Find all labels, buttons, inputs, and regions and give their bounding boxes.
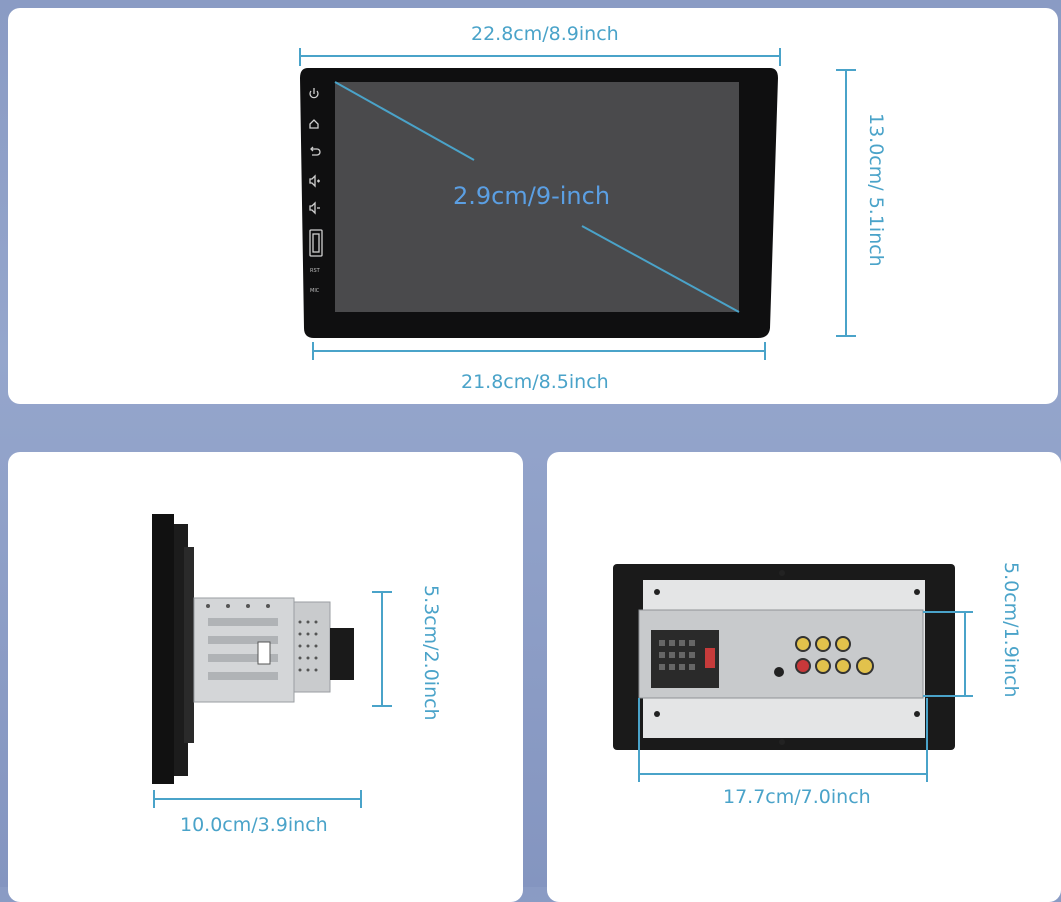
side-depth-dimension-line xyxy=(153,790,362,808)
metal-chassis-side xyxy=(193,597,331,703)
front-view-panel: 22.8cm/8.9inch 21.8cm/8.5inch 13.0cm/ 5.… xyxy=(8,8,1058,404)
rear-height-label: 5.0cm/1.9inch xyxy=(1000,562,1022,698)
rca-jacks xyxy=(774,636,874,677)
front-bezel-side xyxy=(152,514,174,784)
side-view-drawing xyxy=(152,514,392,808)
width-bottom-dimension-line xyxy=(312,342,766,360)
side-depth-label: 10.0cm/3.9inch xyxy=(180,814,328,836)
volume-up-icon xyxy=(309,174,320,188)
back-icon xyxy=(310,146,321,156)
rst-label: RST xyxy=(310,268,320,274)
mic-label: MIC xyxy=(310,288,320,294)
side-view-panel: 5.3cm/2.0inch 10.0cm/3.9inch xyxy=(8,452,523,902)
rear-width-dimension-line xyxy=(638,698,928,782)
diagonal-dimension-line xyxy=(334,81,740,313)
rear-screws xyxy=(654,570,920,745)
width-top-label: 22.8cm/8.9inch xyxy=(471,23,619,45)
width-bottom-label: 21.8cm/8.5inch xyxy=(461,371,609,393)
iso-connector xyxy=(651,630,719,688)
diagonal-label: 2.9cm/9-inch xyxy=(453,182,611,210)
side-buttons xyxy=(309,88,323,257)
height-right-dimension-line xyxy=(836,69,856,337)
side-height-label: 5.3cm/2.0inch xyxy=(420,585,442,721)
side-height-dimension-line xyxy=(372,591,392,707)
rear-view-panel: 5.0cm/1.9inch 17.7cm/7.0inch xyxy=(547,452,1061,902)
rear-width-label: 17.7cm/7.0inch xyxy=(723,786,871,808)
usb-port-icon xyxy=(309,229,323,257)
power-icon xyxy=(309,88,319,99)
height-right-label: 13.0cm/ 5.1inch xyxy=(865,113,887,267)
width-top-dimension-line xyxy=(299,48,781,66)
home-icon xyxy=(309,119,319,129)
rear-connector-side xyxy=(330,628,354,680)
rear-view-drawing xyxy=(613,564,973,782)
volume-down-icon xyxy=(309,201,320,215)
rear-height-dimension-line xyxy=(923,611,973,697)
front-view-drawing xyxy=(299,48,856,360)
